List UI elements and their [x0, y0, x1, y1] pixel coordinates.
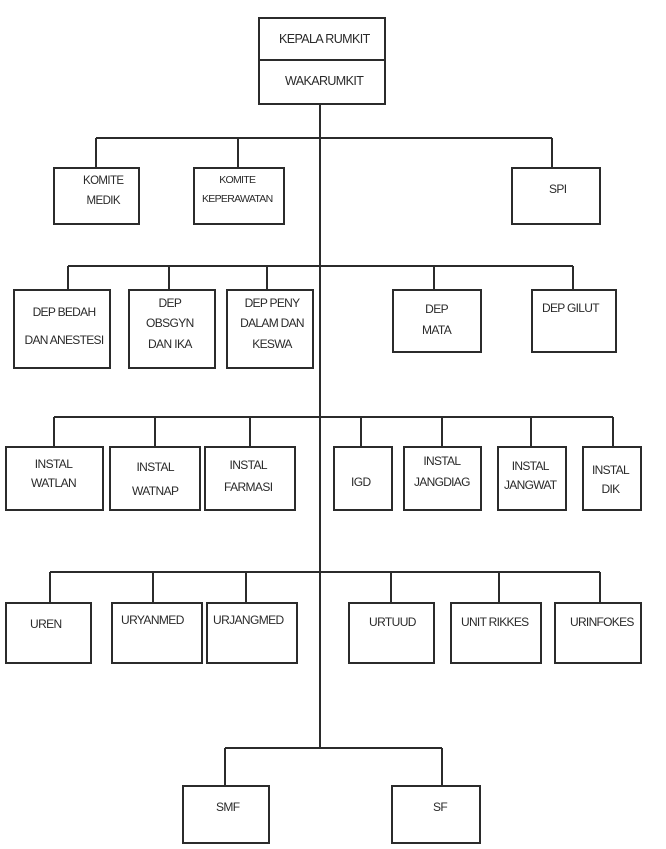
department-label: DEP PENY DALAM DAN KESWA	[240, 296, 304, 351]
installation-box-instal-jangdiag[interactable]: INSTAL JANGDIAG	[403, 446, 482, 511]
functional-label: SMF	[216, 800, 240, 814]
department-label: DEP GILUT	[542, 301, 600, 315]
unit-label: URJANGMED	[213, 613, 284, 627]
department-box-dep-gilut[interactable]: DEP GILUT	[531, 289, 617, 353]
committee-box-komite-medik[interactable]: KOMITE MEDIK	[53, 167, 140, 225]
installation-box-instal-watnap[interactable]: INSTAL WATNAP	[109, 446, 201, 511]
department-box-dep-bedah[interactable]: DEP BEDAH DAN ANESTESI	[13, 289, 111, 369]
installation-label: INSTAL FARMASI	[224, 458, 273, 494]
unit-box-uryanmed[interactable]: URYANMED	[111, 602, 203, 664]
installation-label: INSTAL JANGDIAG	[414, 454, 470, 489]
installation-label: INSTAL DIK	[592, 463, 630, 497]
department-label: DEP BEDAH DAN ANESTESI	[24, 305, 105, 347]
committee-box-spi[interactable]: SPI	[511, 167, 601, 225]
unit-box-urinfokes[interactable]: URINFOKES	[554, 602, 642, 664]
deputy-label: WAKARUMKIT	[285, 74, 364, 88]
unit-box-unit-rikkes[interactable]: UNIT RIKKES	[450, 602, 542, 664]
unit-label: URTUUD	[369, 615, 416, 629]
unit-box-urjangmed[interactable]: URJANGMED	[206, 602, 298, 664]
unit-label: UNIT RIKKES	[461, 615, 529, 629]
installation-box-igd[interactable]: IGD	[333, 446, 393, 511]
unit-label: URINFOKES	[570, 615, 634, 629]
head-box[interactable]: KEPALA RUMKIT	[258, 17, 386, 61]
department-label: DEP MATA	[422, 302, 452, 337]
functional-box-sf[interactable]: SF	[391, 785, 481, 844]
department-label: DEP OBSGYN DAN IKA	[146, 296, 194, 351]
installation-box-instal-farmasi[interactable]: INSTAL FARMASI	[204, 446, 296, 511]
installation-box-instal-watlan[interactable]: INSTAL WATLAN	[5, 446, 104, 511]
committee-label: KOMITE KEPERAWATAN	[202, 174, 273, 205]
department-box-dep-obsgyn[interactable]: DEP OBSGYN DAN IKA	[128, 289, 216, 369]
unit-label: URYANMED	[121, 613, 184, 627]
installation-label: IGD	[351, 475, 371, 489]
functional-box-smf[interactable]: SMF	[182, 785, 270, 844]
unit-box-urtuud[interactable]: URTUUD	[348, 602, 435, 664]
department-box-dep-peny-dalam[interactable]: DEP PENY DALAM DAN KESWA	[226, 289, 314, 369]
committee-label: KOMITE MEDIK	[83, 175, 124, 208]
unit-box-uren[interactable]: UREN	[5, 602, 92, 664]
installation-label: INSTAL WATLAN	[31, 457, 77, 491]
functional-label: SF	[433, 800, 448, 814]
department-box-dep-mata[interactable]: DEP MATA	[392, 289, 482, 353]
installation-label: INSTAL JANGWAT	[504, 459, 557, 493]
installation-box-instal-dik[interactable]: INSTAL DIK	[582, 446, 642, 511]
committee-box-komite-keperawatan[interactable]: KOMITE KEPERAWATAN	[193, 167, 285, 225]
unit-label: UREN	[30, 617, 62, 631]
installation-box-instal-jangwat[interactable]: INSTAL JANGWAT	[497, 446, 567, 511]
installation-label: INSTAL WATNAP	[132, 460, 179, 498]
deputy-box[interactable]: WAKARUMKIT	[258, 59, 386, 105]
head-label: KEPALA RUMKIT	[279, 32, 370, 46]
committee-label: SPI	[549, 182, 567, 196]
